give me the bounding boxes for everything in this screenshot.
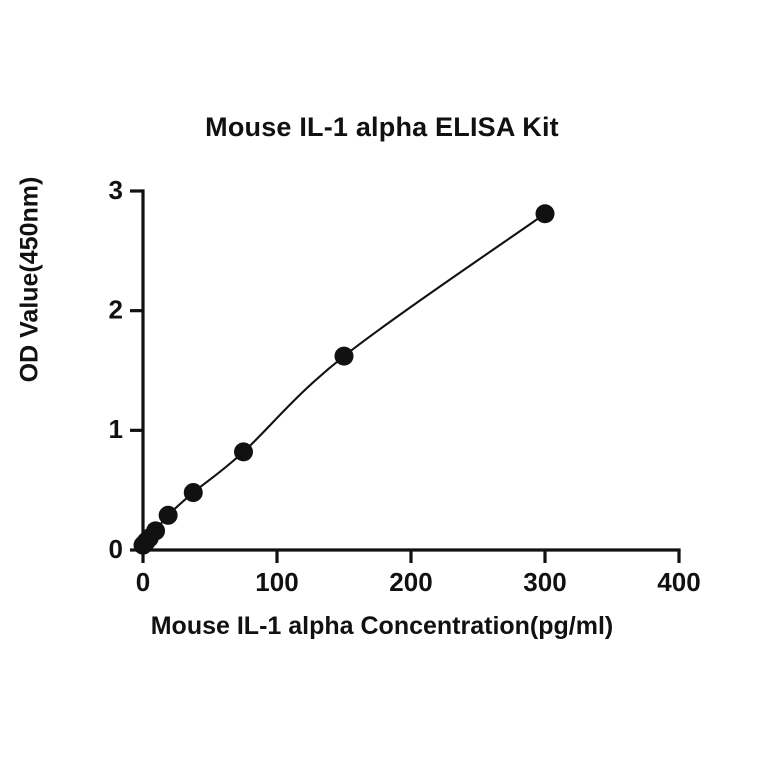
data-point (146, 521, 166, 541)
ticks-group (130, 189, 681, 563)
x-axis-label: Mouse IL-1 alpha Concentration(pg/ml) (150, 612, 614, 640)
y-axis-tick-label: 1 (109, 414, 123, 444)
standard-curve-line (141, 212, 547, 547)
y-axis-tick-label: 2 (109, 295, 123, 325)
x-axis-tick-label: 100 (255, 567, 298, 597)
axes-group (141, 189, 681, 552)
data-point (535, 204, 555, 224)
data-point (158, 505, 178, 525)
data-curve (141, 212, 547, 547)
tick-labels-group: 0 1 2 3 0 100 200 300 400 (109, 175, 701, 597)
data-markers (133, 204, 555, 555)
y-axis-tick-label: 0 (109, 534, 123, 564)
x-axis-tick-label: 400 (657, 567, 700, 597)
x-axis-tick-label: 0 (136, 567, 150, 597)
data-point (183, 483, 203, 503)
data-point (334, 346, 354, 366)
x-axis-tick-label: 300 (523, 567, 566, 597)
y-axis-tick-label: 3 (109, 175, 123, 205)
x-axis-tick-label: 200 (389, 567, 432, 597)
data-point (234, 442, 253, 462)
y-axis-label: OD Value(450nm) (15, 176, 44, 383)
chart-title: Mouse IL-1 alpha ELISA Kit (205, 112, 559, 142)
